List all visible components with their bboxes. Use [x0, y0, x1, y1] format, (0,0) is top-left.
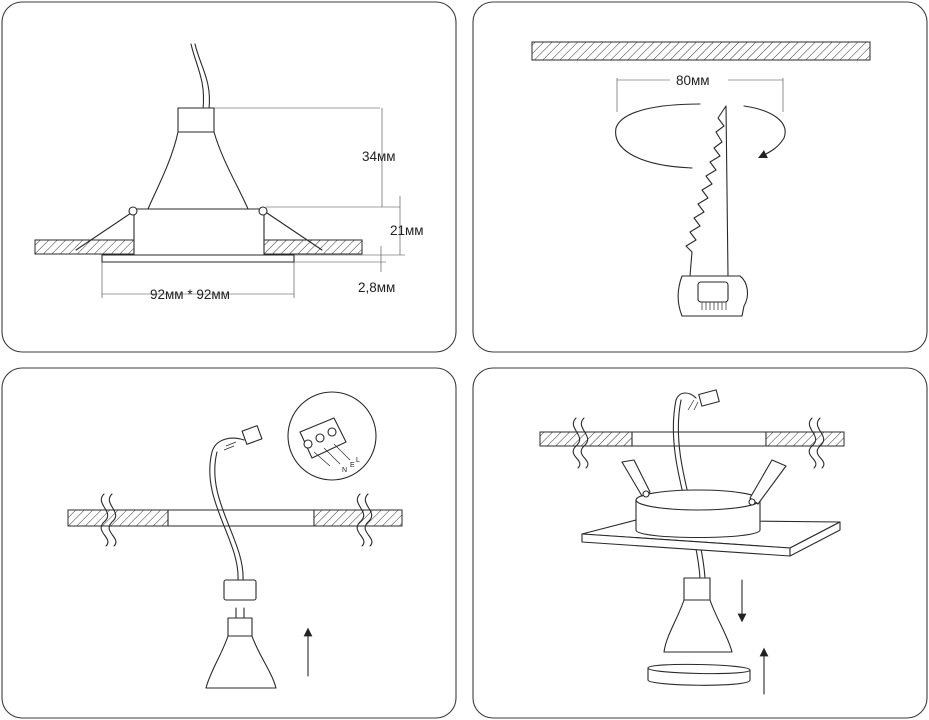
panel-cutout: 80мм: [472, 1, 928, 353]
body-height-label: 21мм: [390, 223, 424, 238]
gu10-bulb: [205, 617, 277, 689]
ceiling-right: [313, 509, 403, 527]
cutout-diameter-label: 80мм: [676, 73, 710, 88]
trim-frame: [101, 254, 295, 263]
ceiling-slab: [531, 41, 871, 61]
frame-thickness-label: 2,8мм: [358, 280, 395, 295]
terminal-block-small: [223, 425, 263, 451]
ceiling-right: [765, 431, 845, 447]
fixture-body: [133, 208, 265, 256]
terminal-n-label: N: [342, 467, 347, 474]
gu10-bulb: [663, 577, 733, 653]
terminal-block-small: [687, 389, 720, 411]
panel-dimensions: 34мм 21мм 2,8мм 92мм * 92мм: [1, 1, 457, 353]
ceiling-left: [34, 239, 136, 255]
fixture-body: [635, 489, 761, 539]
ceiling-left: [67, 509, 169, 527]
lamp-socket: [223, 579, 257, 601]
ceiling-opening: [167, 509, 315, 527]
lamp-height-label: 34мм: [362, 149, 396, 164]
terminal-l-label: L: [356, 457, 360, 464]
panel-mounting: [472, 367, 928, 719]
retaining-ring: [647, 663, 751, 686]
panel-wiring: L E N: [1, 367, 457, 719]
spring-clip-right: [749, 459, 787, 505]
connector-detail: L E N: [287, 391, 377, 481]
frame-size-label: 92мм * 92мм: [150, 287, 230, 302]
ceiling-right: [261, 239, 363, 255]
ceiling-opening: [631, 431, 767, 447]
terminal-e-label: E: [350, 462, 355, 469]
saw-icon: [677, 105, 749, 317]
lamp-profile: [147, 107, 249, 210]
spring-clip-left: [621, 459, 651, 497]
